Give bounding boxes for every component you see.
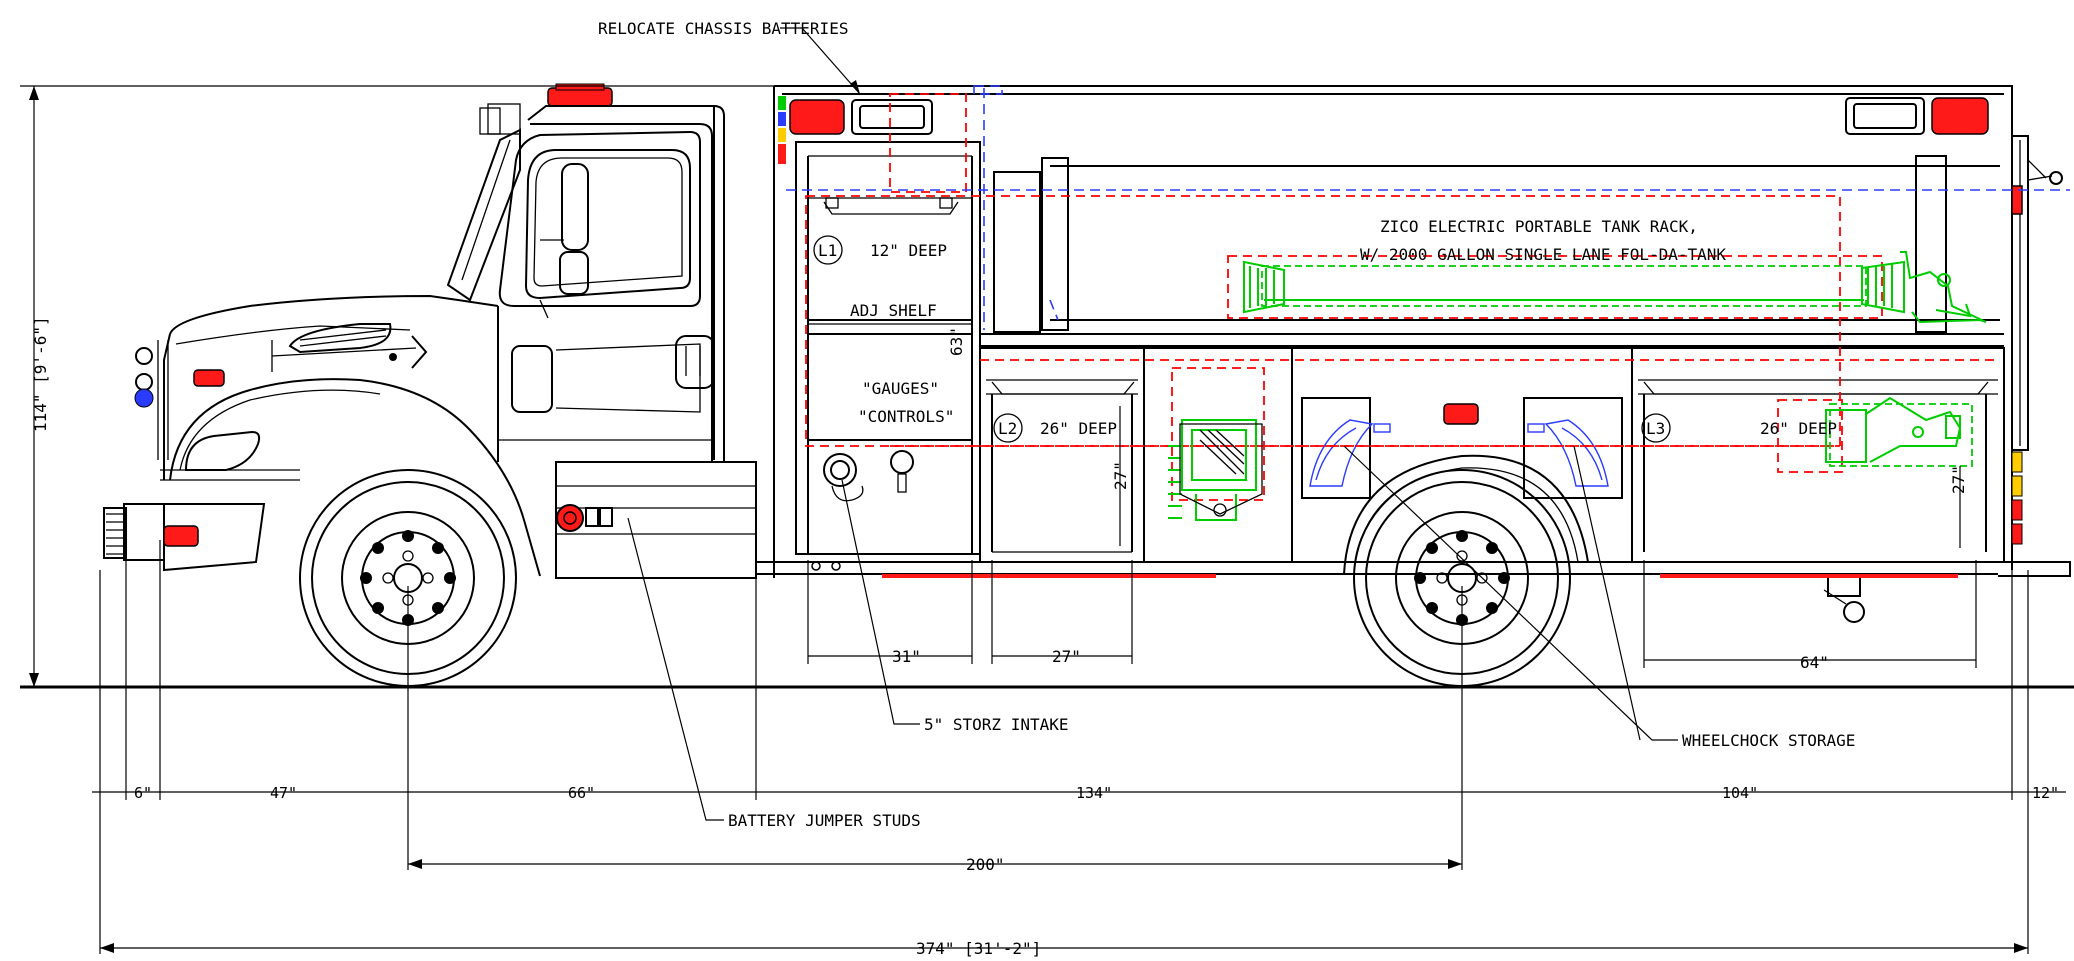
adj-shelf-label: ADJ SHELF: [850, 301, 937, 320]
l3-tag: L3: [1646, 419, 1665, 438]
wheel-chocks: [1309, 419, 1609, 487]
front-bumper: [123, 503, 165, 561]
roof-beacon: [547, 87, 613, 107]
bumper-to-axle-dim: 47": [270, 784, 297, 802]
overall-length-dim: 374" [31'-2"]: [916, 939, 1041, 958]
l1-width-dim: 31": [892, 647, 921, 666]
front-top-light: [789, 99, 845, 135]
gauge: [890, 450, 914, 474]
overall-height-dim: 114" [9'-6"]: [31, 316, 50, 432]
l2-height-dim: 27": [1111, 461, 1130, 490]
dimension-lines: 114" [9'-6"] 31" 27" 64" 6" 47" 66" 134"…: [20, 85, 2066, 958]
controls-label: "CONTROLS": [858, 407, 954, 426]
hood-vent: [288, 323, 392, 354]
annotations: RELOCATE CHASSIS BATTERIES ZICO ELECTRIC…: [598, 19, 1968, 830]
rear-overhang-dim: 12": [2032, 784, 2059, 802]
callout-tank-rack-line2: W/ 2000 GALLON SINGLE LANE FOL-DA-TANK: [1360, 245, 1726, 264]
body-front-dim: 134": [1076, 784, 1112, 802]
l3-width-dim: 64": [1800, 653, 1829, 672]
callout-relocate-batteries: RELOCATE CHASSIS BATTERIES: [598, 19, 848, 38]
body-rear-dim: 104": [1722, 784, 1758, 802]
front-overhang-dim: 6": [134, 784, 152, 802]
l2-tag: L2: [998, 419, 1017, 438]
cab: [103, 83, 757, 579]
reference-lines: [805, 93, 2000, 501]
cab-marker-light: [193, 369, 225, 387]
callout-tank-rack-line1: ZICO ELECTRIC PORTABLE TANK RACK,: [1380, 217, 1698, 236]
callout-battery-jumper: BATTERY JUMPER STUDS: [728, 811, 921, 830]
l1-depth: 12" DEEP: [870, 241, 947, 260]
body-marker-light: [1443, 403, 1479, 425]
l1-tag: L1: [818, 241, 837, 260]
blue-reference-lines: [786, 85, 2070, 330]
l2-width-dim: 27": [1052, 647, 1081, 666]
rear-top-light: [1931, 97, 1989, 135]
callout-storz-intake: 5" STORZ INTAKE: [924, 715, 1069, 734]
l3-depth: 26" DEEP: [1760, 419, 1837, 438]
axle-to-cab-dim: 66": [568, 784, 595, 802]
l3-height-dim: 27": [1949, 465, 1968, 494]
apparatus-body: [756, 85, 2071, 623]
l1-height-dim: 63": [947, 327, 966, 356]
storz-intake-fitting: [823, 453, 857, 487]
jumper-stud-red: [556, 504, 584, 532]
fender-vent: [184, 430, 261, 471]
wheelbase-dim: 200": [966, 855, 1005, 874]
callout-wheelchock: WHEELCHOCK STORAGE: [1682, 731, 1855, 750]
l2-depth: 26" DEEP: [1040, 419, 1117, 438]
gauges-label: "GAUGES": [862, 379, 939, 398]
tank-rack-equipment: [1168, 251, 1987, 521]
